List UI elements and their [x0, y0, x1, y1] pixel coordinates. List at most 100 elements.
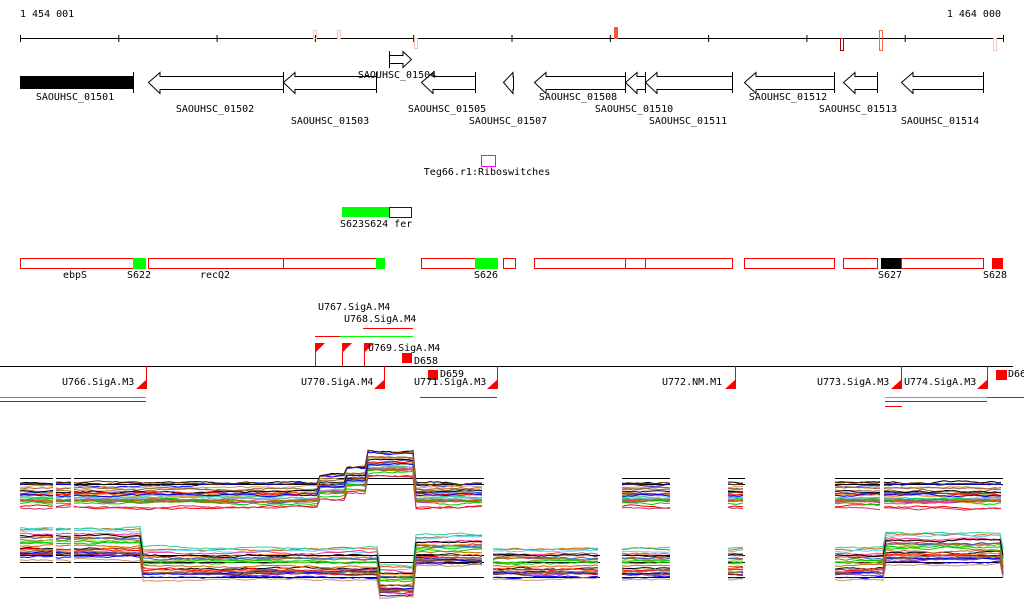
srna-s623-s624[interactable]: [342, 207, 389, 217]
ruler-marker[interactable]: [414, 38, 418, 49]
expression-bottom-sample-line: [73, 544, 483, 586]
expression-top-sample-line: [55, 487, 72, 490]
riboswitch-feature[interactable]: [481, 155, 496, 167]
ruler-marker[interactable]: [337, 30, 341, 39]
expression-bottom-sample-line: [835, 556, 1004, 574]
expression-bottom-sample-line: [727, 553, 744, 556]
transcript-track[interactable]: [20, 258, 1004, 269]
ruler-marker[interactable]: [993, 38, 997, 51]
expression-bottom-sample-line: [55, 535, 72, 538]
promoter-arrow-icon[interactable]: [315, 343, 325, 353]
expression-top-sample-line: [883, 486, 1002, 490]
terminator-d658[interactable]: [402, 353, 412, 363]
expression-bottom-sample-line: [727, 549, 744, 553]
expression-top-sample-line: [727, 483, 744, 486]
expression-bottom-sample-line: [727, 546, 744, 549]
expression-top-sample-line: [835, 492, 881, 497]
srna-block[interactable]: [376, 258, 385, 269]
srna-block[interactable]: [475, 258, 498, 269]
srna-fer[interactable]: [389, 207, 412, 218]
promoter-arrow-icon[interactable]: [891, 379, 902, 389]
srna-block[interactable]: [881, 258, 901, 269]
expression-bottom-sample-line: [834, 541, 1004, 560]
expression-top-sample-line: [55, 502, 71, 505]
srna-block[interactable]: [992, 258, 1003, 269]
expression-bottom-sample-line: [834, 532, 1004, 552]
promoter-track[interactable]: [0, 328, 1024, 407]
gene-SAOUHSC_01507[interactable]: [502, 71, 514, 95]
srna-block[interactable]: [133, 258, 146, 269]
promoter-arrow-icon[interactable]: [374, 379, 385, 389]
expression-bottom-sample-line: [834, 538, 1004, 558]
promoter-arrow-icon[interactable]: [487, 379, 498, 389]
ruler-marker[interactable]: [313, 30, 317, 39]
expression-bottom-sample-line: [19, 558, 54, 562]
expression-bottom-sample-line: [727, 567, 744, 570]
expression-bottom-sample-line: [20, 541, 54, 545]
gene-label: SAOUHSC_01507: [468, 116, 548, 127]
expression-top-sample-line: [728, 485, 744, 488]
promoter-arrow-icon[interactable]: [977, 379, 988, 389]
expression-top-sample-line: [727, 502, 744, 505]
gene-track[interactable]: [0, 0, 1024, 130]
expression-top-sample-line: [727, 499, 744, 502]
expression-bottom-sample-line: [492, 568, 599, 571]
expression-top-sample-line: [19, 482, 54, 486]
expression-top-sample-line: [621, 501, 671, 506]
promoter-arrow-icon[interactable]: [364, 343, 374, 353]
expression-top-sample-line: [19, 507, 54, 510]
transcript[interactable]: [901, 258, 984, 269]
expression-bottom-sample-line: [621, 557, 671, 562]
ruler-marker[interactable]: [614, 27, 618, 39]
expression-top-sample-line: [19, 484, 54, 488]
expression-top-sample-line: [621, 492, 671, 495]
gene-SAOUHSC_01504[interactable]: [389, 50, 413, 69]
expression-top-sample-line: [727, 493, 744, 496]
expression-bottom-sample-line: [621, 567, 671, 570]
expression-top-sample-line: [834, 486, 881, 490]
expression-bottom-sample-line: [19, 552, 54, 555]
transcript[interactable]: [503, 258, 516, 269]
promoter-arrow-icon[interactable]: [342, 343, 352, 353]
transcript[interactable]: [645, 258, 733, 269]
terminator-label: D660: [1008, 369, 1024, 380]
transcript-label: S622: [126, 270, 152, 281]
expression-top-sample-line: [834, 490, 881, 494]
gene-label: SAOUHSC_01503: [290, 116, 370, 127]
expression-bottom-sample-line: [56, 552, 72, 555]
terminator-d659[interactable]: [428, 370, 438, 380]
expression-bottom-sample-line: [834, 554, 1004, 574]
expression-bottom-sample-line: [621, 561, 671, 565]
expression-bottom-sample-line: [834, 532, 1004, 554]
expression-top-sample-line: [727, 506, 744, 510]
gene-label: SAOUHSC_01510: [594, 104, 674, 115]
expression-bottom-sample-line: [19, 548, 54, 551]
terminator-d660[interactable]: [996, 370, 1007, 380]
transcript-label: recQ2: [199, 270, 231, 281]
expression-bottom-sample-line: [727, 552, 744, 555]
expression-bottom-sample-line: [19, 528, 54, 531]
expression-top-sample-line: [883, 482, 1002, 487]
expression-bottom-sample-line: [621, 559, 671, 563]
expression-top-sample-line: [55, 495, 72, 499]
expression-bottom-sample-line: [621, 569, 671, 573]
gene-label: SAOUHSC_01502: [175, 104, 255, 115]
transcript[interactable]: [744, 258, 835, 269]
riboswitch-label: Teg66.r1:Riboswitches: [423, 167, 551, 178]
promoter-arrow-icon[interactable]: [725, 379, 736, 389]
expression-bottom-sample-line: [55, 536, 72, 540]
ruler-marker[interactable]: [879, 30, 883, 51]
expression-top-sample-line: [19, 497, 54, 501]
expression-bottom-sample-line: [834, 531, 1004, 549]
expression-top-sample-line: [727, 490, 744, 493]
gene-SAOUHSC_01501[interactable]: [20, 76, 133, 89]
expression-top-sample-line: [622, 490, 671, 493]
ruler-marker[interactable]: [840, 38, 844, 51]
expression-top-sample-line: [19, 487, 54, 490]
promoter-label: U773.SigA.M3: [817, 377, 890, 388]
promoter-arrow-icon[interactable]: [136, 379, 147, 389]
expression-bottom-sample-line: [835, 545, 1004, 563]
transcript[interactable]: [843, 258, 878, 269]
